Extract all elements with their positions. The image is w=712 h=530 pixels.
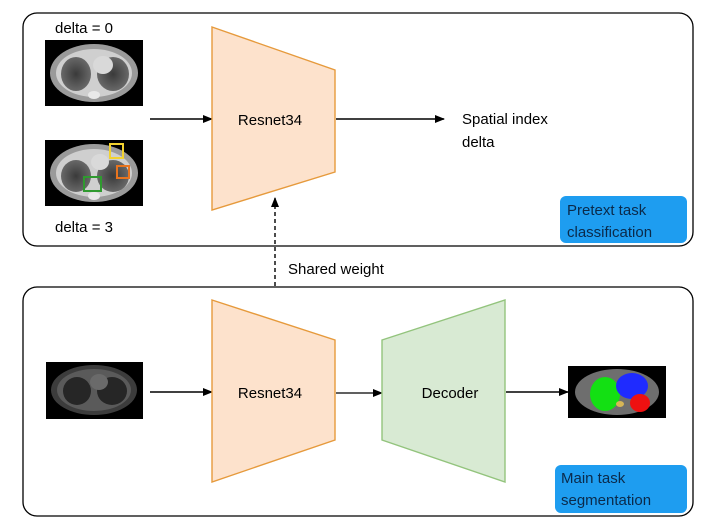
main-tag-line-1: Main task [561, 470, 626, 487]
yellow-box [109, 143, 124, 159]
ct-slice-delta-3 [45, 140, 143, 206]
pretext-tag-line-2: classification [567, 224, 652, 241]
encoder-pretext [211, 26, 336, 211]
label-delta-0: delta = 0 [55, 20, 113, 37]
ct-slice-delta-0 [45, 40, 143, 106]
output-line-1: Spatial index [462, 111, 548, 128]
decoder [381, 299, 506, 483]
label-delta-3: delta = 3 [55, 219, 113, 236]
green-box [83, 176, 102, 192]
main-tag [555, 465, 687, 513]
main-tag-line-2: segmentation [561, 492, 651, 509]
pretext-tag-line-1: Pretext task [567, 202, 647, 219]
pretext-tag [560, 196, 687, 243]
orange-box [116, 165, 130, 179]
segmentation-output [568, 366, 666, 418]
decoder-label: Decoder [422, 385, 479, 402]
encoder-main-label: Resnet34 [238, 385, 302, 402]
ct-slice-main-input [46, 362, 143, 419]
output-line-2: delta [462, 134, 495, 151]
shared-weight-label: Shared weight [288, 261, 385, 278]
main-panel [22, 286, 694, 517]
encoder-pretext-label: Resnet34 [238, 112, 302, 129]
pretext-panel [22, 12, 694, 247]
encoder-main [211, 299, 336, 483]
